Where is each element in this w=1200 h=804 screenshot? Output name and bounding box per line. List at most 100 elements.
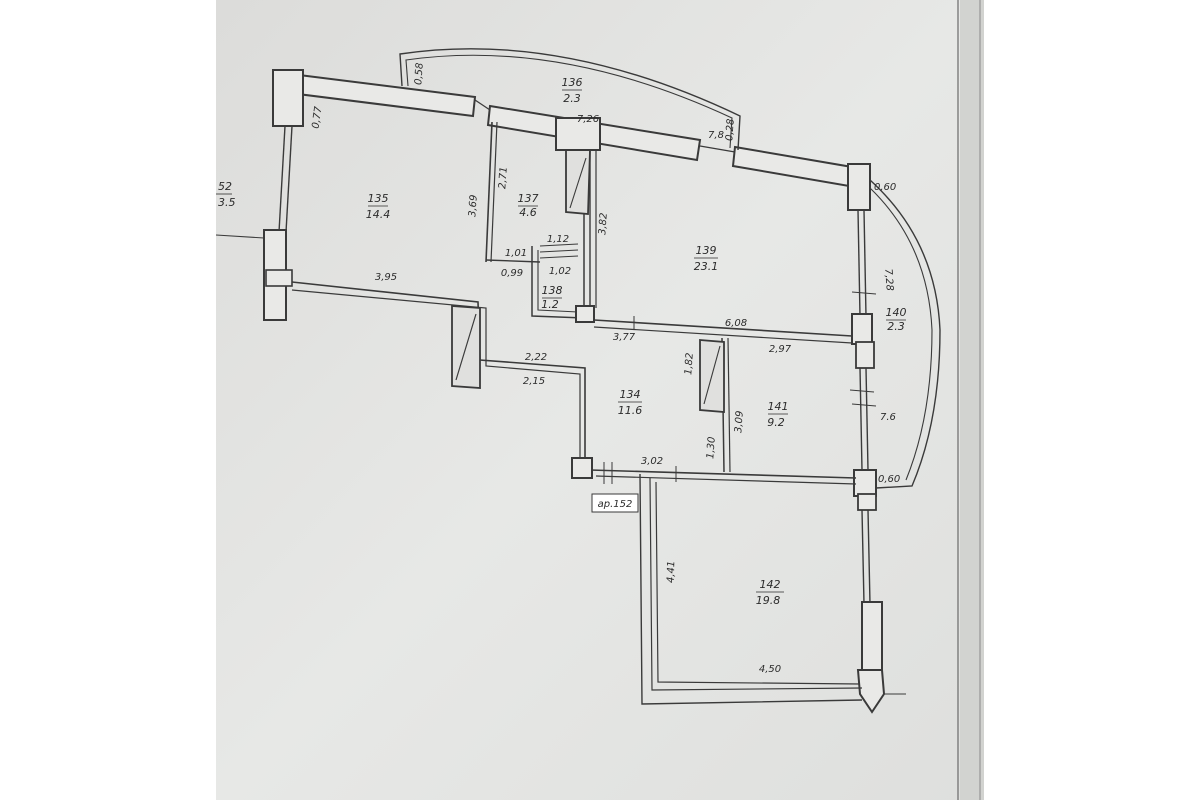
dim-3-77: 3,77	[613, 332, 636, 343]
dim-1-12: 1,12	[547, 234, 569, 245]
wall-142-outer	[639, 473, 863, 705]
closet-hatch-1	[539, 243, 579, 247]
apartment-label-box	[591, 493, 639, 513]
room-135-area: 14.4	[366, 208, 391, 221]
column-138	[575, 305, 595, 323]
dim-0-60-bottom: 0,60	[878, 474, 900, 485]
balcony-140-outline-2	[869, 187, 933, 481]
wall-left-inner	[278, 125, 286, 233]
dim-3-69: 3,69	[467, 194, 480, 217]
dim-0-58: 0,58	[413, 62, 426, 85]
shaft-137-diagonal	[569, 157, 587, 209]
dim-7-28: 7,28	[882, 268, 895, 291]
dim-0-77: 0,77	[311, 105, 325, 129]
wall-corner-bottom-right	[856, 669, 886, 714]
room-138-area: 1.2	[541, 298, 559, 311]
room-134-number: 134	[620, 388, 641, 401]
wall-right-2	[859, 367, 863, 471]
room-142-area: 19.8	[756, 594, 781, 607]
wall-right-bottom-pier	[861, 601, 883, 673]
room-134: 134 11.6	[618, 388, 643, 417]
dim-1-30: 1,30	[705, 436, 718, 459]
room-137-area: 4.6	[519, 206, 537, 219]
wall-139-bottom-2	[593, 326, 853, 344]
dim-1-01: 1,01	[505, 248, 527, 259]
room-135-number: 135	[368, 192, 389, 205]
outer-line-left	[215, 234, 265, 239]
room-140-number: 140	[886, 306, 907, 319]
wall-left-pier-notch	[265, 269, 293, 287]
shaft-137	[565, 147, 591, 215]
column-134	[571, 457, 593, 479]
shaft-left-diagonal	[455, 313, 477, 381]
dim-3-09: 3,09	[733, 410, 746, 433]
balcony-136-outline-2	[405, 54, 733, 149]
wall-left-top-pier	[272, 69, 304, 127]
wall-right-1	[857, 209, 861, 317]
wall-right-1b	[863, 209, 867, 317]
dimension-labels: 0,77 0,58 7,26 7,8 0,28 0,60 3,69 2,71 3…	[311, 62, 901, 675]
dim-4-41: 4,41	[666, 561, 678, 584]
dim-4-50: 4,50	[759, 664, 781, 675]
wall-right-top-pier	[847, 163, 871, 211]
dim-2-15: 2,15	[523, 376, 545, 387]
room-labels: 135 14.4 136 2.3 137 4.6 138 1.2 139 23.…	[216, 76, 907, 607]
wall-142-mid	[649, 477, 863, 691]
room-139-area: 23.1	[694, 260, 719, 273]
dim-1-02: 1,02	[549, 266, 571, 277]
wall-142-inner	[655, 481, 861, 685]
dim-0-99: 0,99	[501, 268, 523, 279]
dim-2-97: 2,97	[769, 344, 792, 355]
wall-142-top	[589, 469, 857, 479]
dim-6-08: 6,08	[725, 318, 747, 329]
room-137: 137 4.6	[518, 192, 539, 219]
room-138-number: 138	[542, 284, 563, 297]
room-136-area: 2.3	[563, 92, 581, 105]
window-right-1	[851, 291, 877, 295]
closet-hatch-2	[539, 249, 579, 253]
room-136: 136 2.3	[562, 76, 583, 105]
dim-3-82: 3,82	[597, 212, 610, 235]
wall-137-left	[485, 121, 493, 263]
wall-137-bottom	[485, 259, 541, 263]
closet-hatch-3	[539, 255, 579, 259]
dim-0-60-top: 0,60	[874, 182, 896, 193]
room-136-number: 136	[562, 76, 583, 89]
room-142-number: 142	[760, 578, 781, 591]
wall-141-left-2	[727, 337, 731, 473]
wall-right-mid-pier	[851, 313, 873, 345]
dim-2-22: 2,22	[525, 352, 547, 363]
window-right-3	[851, 403, 877, 407]
dim-3-95: 3,95	[375, 272, 397, 283]
wall-right-mid-pier-2	[855, 341, 875, 369]
room-141-number: 141	[768, 400, 789, 413]
room-135: 135 14.4	[366, 192, 391, 221]
room-142: 142 19.8	[756, 578, 784, 607]
room-140: 140 2.3	[886, 306, 907, 333]
dim-0-28: 0,28	[724, 118, 737, 141]
window-right-2	[849, 389, 875, 393]
dim-3-02: 3,02	[641, 456, 663, 467]
wall-right-low-pier-2	[857, 493, 877, 511]
wall-right-3b	[867, 509, 871, 605]
dim-7-26: 7,26	[577, 114, 599, 125]
wall-139-bottom	[593, 319, 853, 337]
shaft-134-diagonal	[703, 345, 721, 405]
wall-135-bottom-inner	[291, 289, 581, 460]
balcony-136-outline	[399, 48, 741, 151]
wall-right-3	[861, 509, 865, 605]
wall-right-low-pier	[853, 469, 877, 497]
room-134-area: 11.6	[618, 404, 643, 417]
wall-137-left-2	[490, 121, 498, 263]
room-152-area: 3.5	[218, 196, 236, 209]
room-152-partial: 52 3.5	[216, 180, 236, 209]
room-137-number: 137	[518, 192, 539, 205]
dim-7-6: 7.6	[880, 412, 896, 423]
wall-138-outline-2	[537, 250, 579, 313]
room-139-number: 139	[696, 244, 717, 257]
room-152-number: 52	[218, 180, 232, 193]
dim-7-8: 7,8	[708, 130, 724, 141]
dim-1-82: 1,82	[683, 352, 696, 375]
